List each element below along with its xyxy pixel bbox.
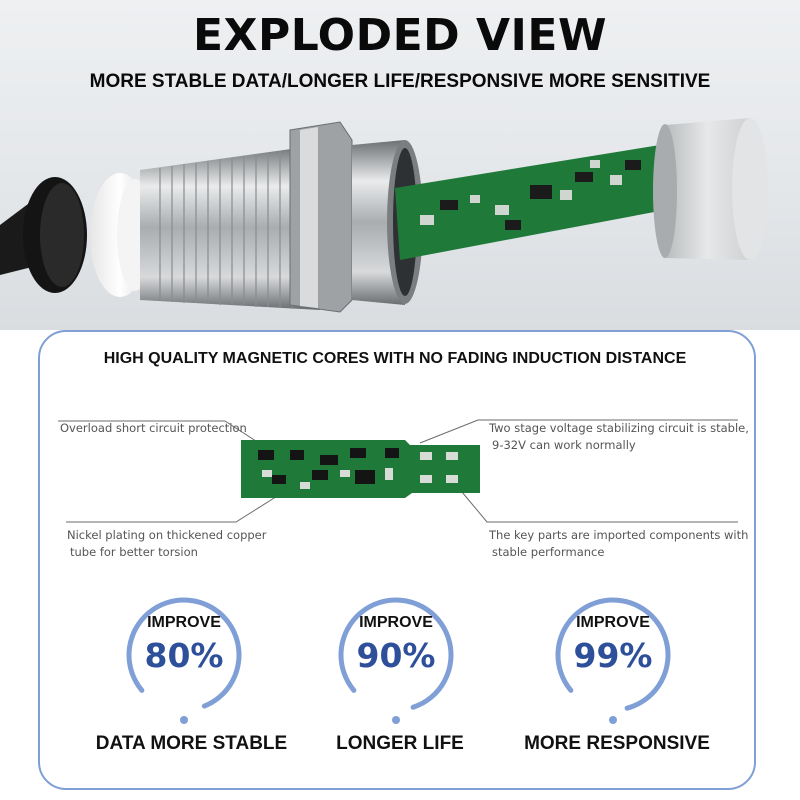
exploded-view-banner: EXPLODED VIEW MORE STABLE DATA/LONGER LI… xyxy=(0,0,800,330)
stat-value: 99% xyxy=(573,636,653,675)
progress-ring-stable xyxy=(126,597,242,713)
stat-value: 90% xyxy=(356,636,436,675)
callout-nickel-line-2: tube for better torsion xyxy=(70,545,198,559)
stat-label: DATA MORE STABLE xyxy=(95,733,288,754)
page-title: EXPLODED VIEW xyxy=(192,10,608,61)
page-subtitle: MORE STABLE DATA/LONGER LIFE/RESPONSIVE … xyxy=(89,71,711,92)
pcb-board xyxy=(395,145,665,260)
callout-voltage-line-2: 9-32V can work normally xyxy=(492,438,636,452)
callout-imported-line-1: The key parts are imported components wi… xyxy=(489,528,749,542)
threaded-metal-housing xyxy=(140,145,320,310)
stat-improve-label: IMPROVE xyxy=(147,614,221,631)
sensor-exploded-illustration xyxy=(0,118,768,313)
stat-dot xyxy=(609,716,617,724)
callout-line-bottom-right xyxy=(461,491,738,523)
callout-line-top-right xyxy=(419,419,738,444)
progress-ring-responsive xyxy=(555,597,671,713)
panel-title: HIGH QUALITY MAGNETIC CORES WITH NO FADI… xyxy=(103,350,687,367)
callout-line-bottom-left xyxy=(66,487,291,523)
callout-line-top-left xyxy=(58,420,263,446)
callout-voltage-line-1: Two stage voltage stabilizing circuit is… xyxy=(489,421,749,435)
stat-improve-label: IMPROVE xyxy=(359,614,433,631)
stat-label: MORE RESPONSIVE xyxy=(524,733,710,754)
stat-label: LONGER LIFE xyxy=(336,733,464,754)
stat-dot xyxy=(180,716,188,724)
front-sensing-cap xyxy=(665,118,750,260)
stat-dot xyxy=(392,716,400,724)
stat-value: 80% xyxy=(144,636,224,675)
features-panel xyxy=(38,330,756,790)
callout-overload-protection: Overload short circuit protection xyxy=(60,421,247,435)
callout-nickel-line-1: Nickel plating on thickened copper xyxy=(67,528,267,542)
callout-imported-line-2: stable performance xyxy=(492,545,605,559)
stat-improve-label: IMPROVE xyxy=(576,614,650,631)
progress-ring-life xyxy=(338,597,454,713)
pcb-board-flat xyxy=(241,440,480,498)
